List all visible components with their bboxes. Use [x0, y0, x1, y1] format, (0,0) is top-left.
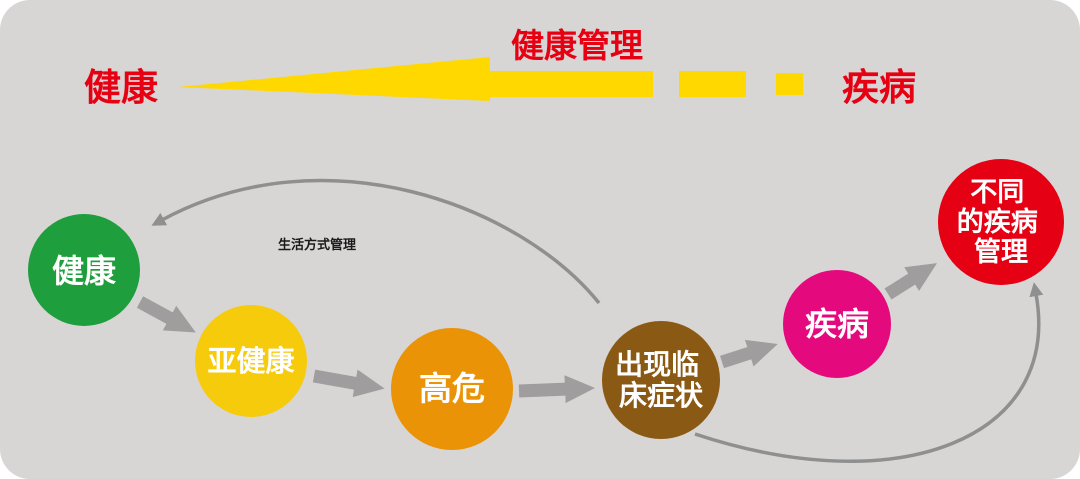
management-line-1: 不同	[970, 177, 1024, 207]
clinical-symptoms-line-1: 出现临	[615, 348, 699, 380]
health-circle	[28, 214, 140, 326]
gradient-arrow-dash-1	[679, 71, 746, 97]
header-title: 健康管理	[511, 27, 643, 64]
node-different-disease-management: 不同 的疾病 管理	[938, 159, 1064, 285]
lifestyle-management-label: 生活方式管理	[278, 237, 356, 252]
high-risk-circle-label: 高危	[419, 370, 485, 407]
flow-arrow-highrisk-to-clinical	[518, 375, 595, 404]
disease-circle-label: 疾病	[805, 306, 869, 342]
flow-arrow-subhealth-to-highrisk	[312, 369, 385, 398]
node-clinical-symptoms: 出现临 床症状	[602, 321, 720, 439]
sub-health-circle	[195, 305, 307, 417]
curved-arrows: 生活方式管理	[151, 178, 1044, 463]
management-line-3: 管理	[974, 237, 1028, 267]
clinical-symptoms-circle	[602, 321, 720, 439]
node-health: 健康	[28, 214, 140, 326]
node-disease: 疾病	[783, 270, 891, 378]
health-circle-label: 健康	[52, 253, 117, 289]
sub-health-circle-label: 亚健康	[207, 344, 295, 378]
header: 健康 健康管理 疾病	[84, 27, 916, 108]
health-to-disease-gradient-arrow	[178, 57, 803, 101]
node-sub-health: 亚健康	[195, 305, 307, 417]
disease-circle	[783, 270, 891, 378]
management-line-2: 的疾病	[957, 206, 1038, 237]
clinical-symptoms-circle-label: 出现临 床症状	[615, 348, 707, 411]
header-left-label: 健康	[84, 67, 158, 108]
header-right-label: 疾病	[842, 67, 916, 108]
clinical-symptoms-line-2: 床症状	[619, 379, 704, 411]
high-risk-circle	[391, 328, 513, 450]
gradient-arrow-shaft	[490, 71, 653, 97]
node-high-risk: 高危	[391, 328, 513, 450]
gradient-arrow-dash-2	[776, 73, 803, 95]
different-disease-management-circle	[938, 159, 1064, 285]
flow-arrow-disease-to-management	[884, 263, 938, 300]
disease-management-arc	[694, 282, 1044, 463]
flow-arrow-clinical-to-disease	[720, 339, 778, 369]
flow-arrows	[136, 263, 938, 404]
lifestyle-management-arc	[151, 178, 601, 305]
flow-arrow-health-to-subhealth	[136, 296, 196, 333]
different-disease-management-label: 不同 的疾病 管理	[957, 177, 1046, 267]
gradient-arrow-head	[178, 57, 490, 101]
